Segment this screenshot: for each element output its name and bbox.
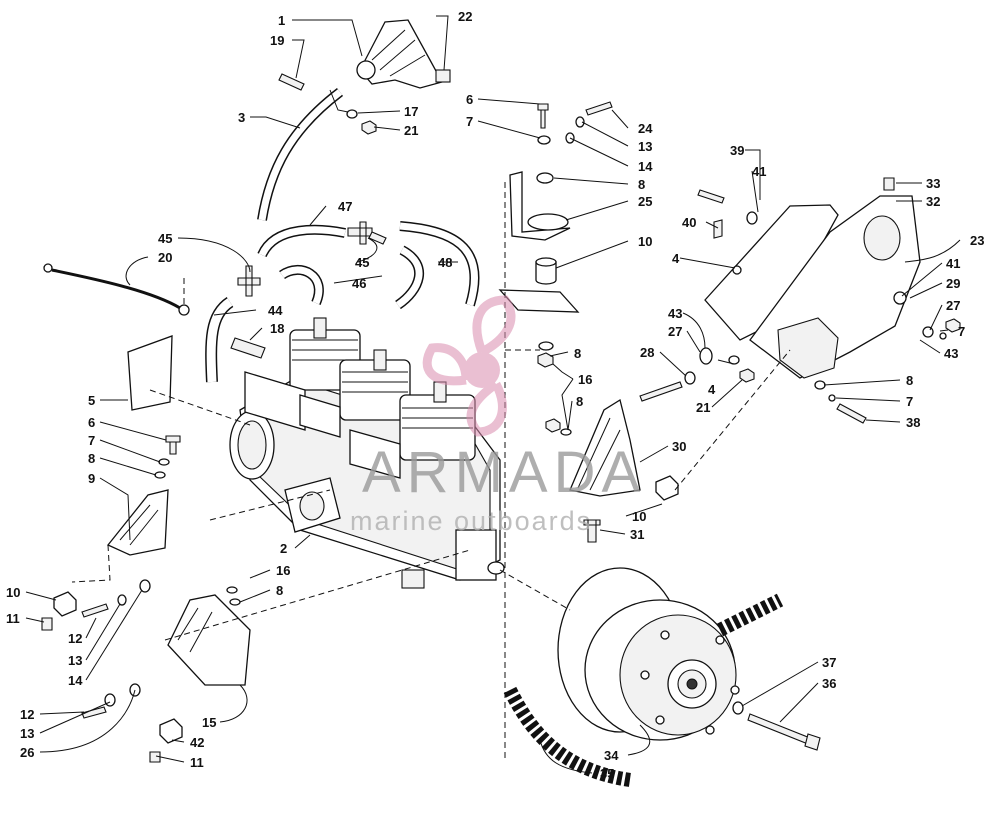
callout-12-b: 12 [20, 707, 34, 722]
callout-5: 5 [88, 393, 95, 408]
callout-40: 40 [682, 215, 696, 230]
callout-47: 47 [338, 199, 352, 214]
callout-21-b: 21 [696, 400, 710, 415]
callout-11-b: 11 [190, 755, 204, 770]
right-mount-assembly [639, 177, 961, 491]
callout-32: 32 [926, 194, 940, 209]
watermark: ARMADA marine outboards [350, 295, 646, 536]
callout-6: 6 [466, 92, 473, 107]
callout-46: 46 [352, 276, 366, 291]
callout-13-c: 13 [20, 726, 34, 741]
callout-21: 21 [404, 123, 418, 138]
callout-labels: 1 19 22 3 17 21 6 7 24 13 14 8 25 10 47 … [6, 9, 984, 781]
callout-26: 26 [20, 745, 34, 760]
callout-8-c: 8 [574, 346, 581, 361]
callout-7: 7 [466, 114, 473, 129]
watermark-subtitle: marine outboards [350, 506, 592, 536]
callout-4: 4 [672, 251, 680, 266]
callout-27-b: 27 [668, 324, 682, 339]
callout-23: 23 [970, 233, 984, 248]
callout-43: 43 [668, 306, 682, 321]
callout-35: 35 [600, 766, 614, 781]
callout-15: 15 [202, 715, 216, 730]
callout-13-b: 13 [68, 653, 82, 668]
callout-7-c: 7 [906, 394, 913, 409]
watermark-title: ARMADA [362, 440, 646, 505]
callout-34: 34 [604, 748, 619, 763]
callout-42: 42 [190, 735, 204, 750]
callout-1: 1 [278, 13, 285, 28]
callout-14-b: 14 [68, 673, 83, 688]
callout-7-d: 7 [88, 433, 95, 448]
callout-10: 10 [638, 234, 652, 249]
callout-18: 18 [270, 321, 284, 336]
callout-2: 2 [280, 541, 287, 556]
callout-43-b: 43 [944, 346, 958, 361]
callout-45: 45 [158, 231, 172, 246]
callout-8-f: 8 [276, 583, 283, 598]
parts-artwork [41, 19, 961, 787]
callout-10-c: 10 [6, 585, 20, 600]
callout-4-b: 4 [708, 382, 716, 397]
callout-27: 27 [946, 298, 960, 313]
callout-19: 19 [270, 33, 284, 48]
callout-30: 30 [672, 439, 686, 454]
callout-39: 39 [730, 143, 744, 158]
callout-37: 37 [822, 655, 836, 670]
drive-clutch [557, 567, 740, 741]
callout-28: 28 [640, 345, 654, 360]
callout-8: 8 [638, 177, 645, 192]
callout-25: 25 [638, 194, 652, 209]
engine-block [229, 317, 505, 589]
callout-29: 29 [946, 276, 960, 291]
callout-3: 3 [238, 110, 245, 125]
callout-14: 14 [638, 159, 653, 174]
callout-12: 12 [68, 631, 82, 646]
callout-16-b: 16 [276, 563, 290, 578]
watermark-logo-icon [422, 295, 516, 437]
callout-22: 22 [458, 9, 472, 24]
callout-13: 13 [638, 139, 652, 154]
callout-6-b: 6 [88, 415, 95, 430]
callout-36: 36 [822, 676, 836, 691]
callout-41: 41 [752, 164, 766, 179]
callout-31: 31 [630, 527, 644, 542]
callout-8-e: 8 [88, 451, 95, 466]
callout-33: 33 [926, 176, 940, 191]
callout-44: 44 [268, 303, 283, 318]
callout-17: 17 [404, 104, 418, 119]
callout-10-b: 10 [632, 509, 646, 524]
callout-8-b: 8 [906, 373, 913, 388]
callout-8-d: 8 [576, 394, 583, 409]
callout-38: 38 [906, 415, 920, 430]
callout-41-b: 41 [946, 256, 960, 271]
callout-48: 48 [438, 255, 452, 270]
callout-16: 16 [578, 372, 592, 387]
callout-11: 11 [6, 611, 20, 626]
callout-9: 9 [88, 471, 95, 486]
callout-20: 20 [158, 250, 172, 265]
callout-24: 24 [638, 121, 653, 136]
callout-45-b: 45 [355, 255, 369, 270]
callout-7-b: 7 [958, 324, 965, 339]
callout-leaders [25, 15, 961, 774]
